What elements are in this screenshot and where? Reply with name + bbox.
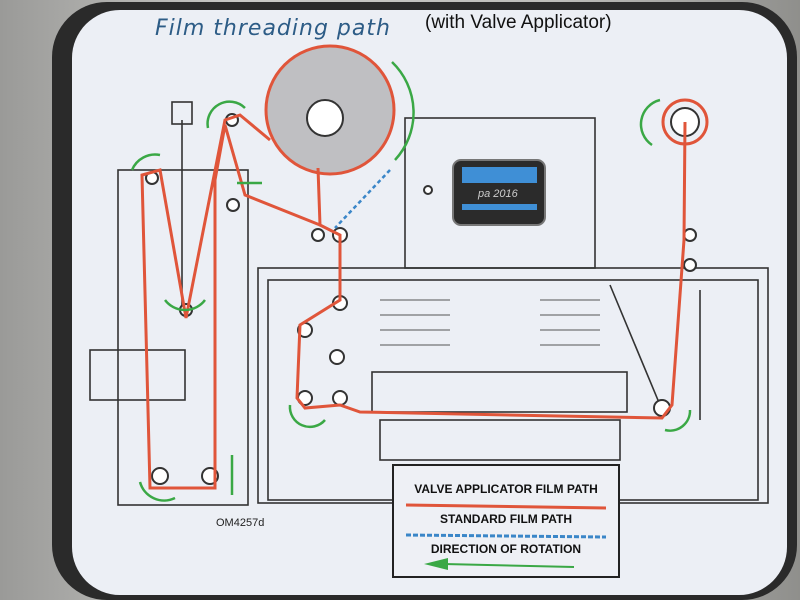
legend-rotation-label: DIRECTION OF ROTATION (430, 542, 582, 556)
placard-panel (72, 10, 787, 595)
drawing-code: OM4257d (216, 517, 265, 529)
diagram-title: Film threading path (155, 16, 391, 41)
valve-roller-loop (661, 98, 709, 146)
diagram-subtitle: (with Valve Applicator) (425, 12, 612, 33)
legend-valve-line (406, 503, 606, 510)
legend-rotation-arrow (424, 558, 575, 570)
legend: VALVE APPLICATOR FILM PATH STANDARD FILM… (392, 464, 620, 578)
standard-film-path (334, 169, 391, 229)
screen-label: pa 2016 (478, 188, 518, 200)
legend-standard-line (406, 533, 606, 539)
ribs (380, 299, 600, 346)
legend-valve-label: VALVE APPLICATOR FILM PATH (414, 482, 598, 496)
valve-applicator-path-right (295, 121, 687, 420)
machine-line-art (89, 101, 769, 506)
reel-hub (306, 99, 344, 137)
rotation-arrows (130, 61, 692, 502)
legend-standard-label: STANDARD FILM PATH (440, 512, 572, 526)
valve-applicator-path-left (140, 113, 321, 490)
screen-header (462, 167, 537, 183)
screen-footer (462, 204, 537, 210)
